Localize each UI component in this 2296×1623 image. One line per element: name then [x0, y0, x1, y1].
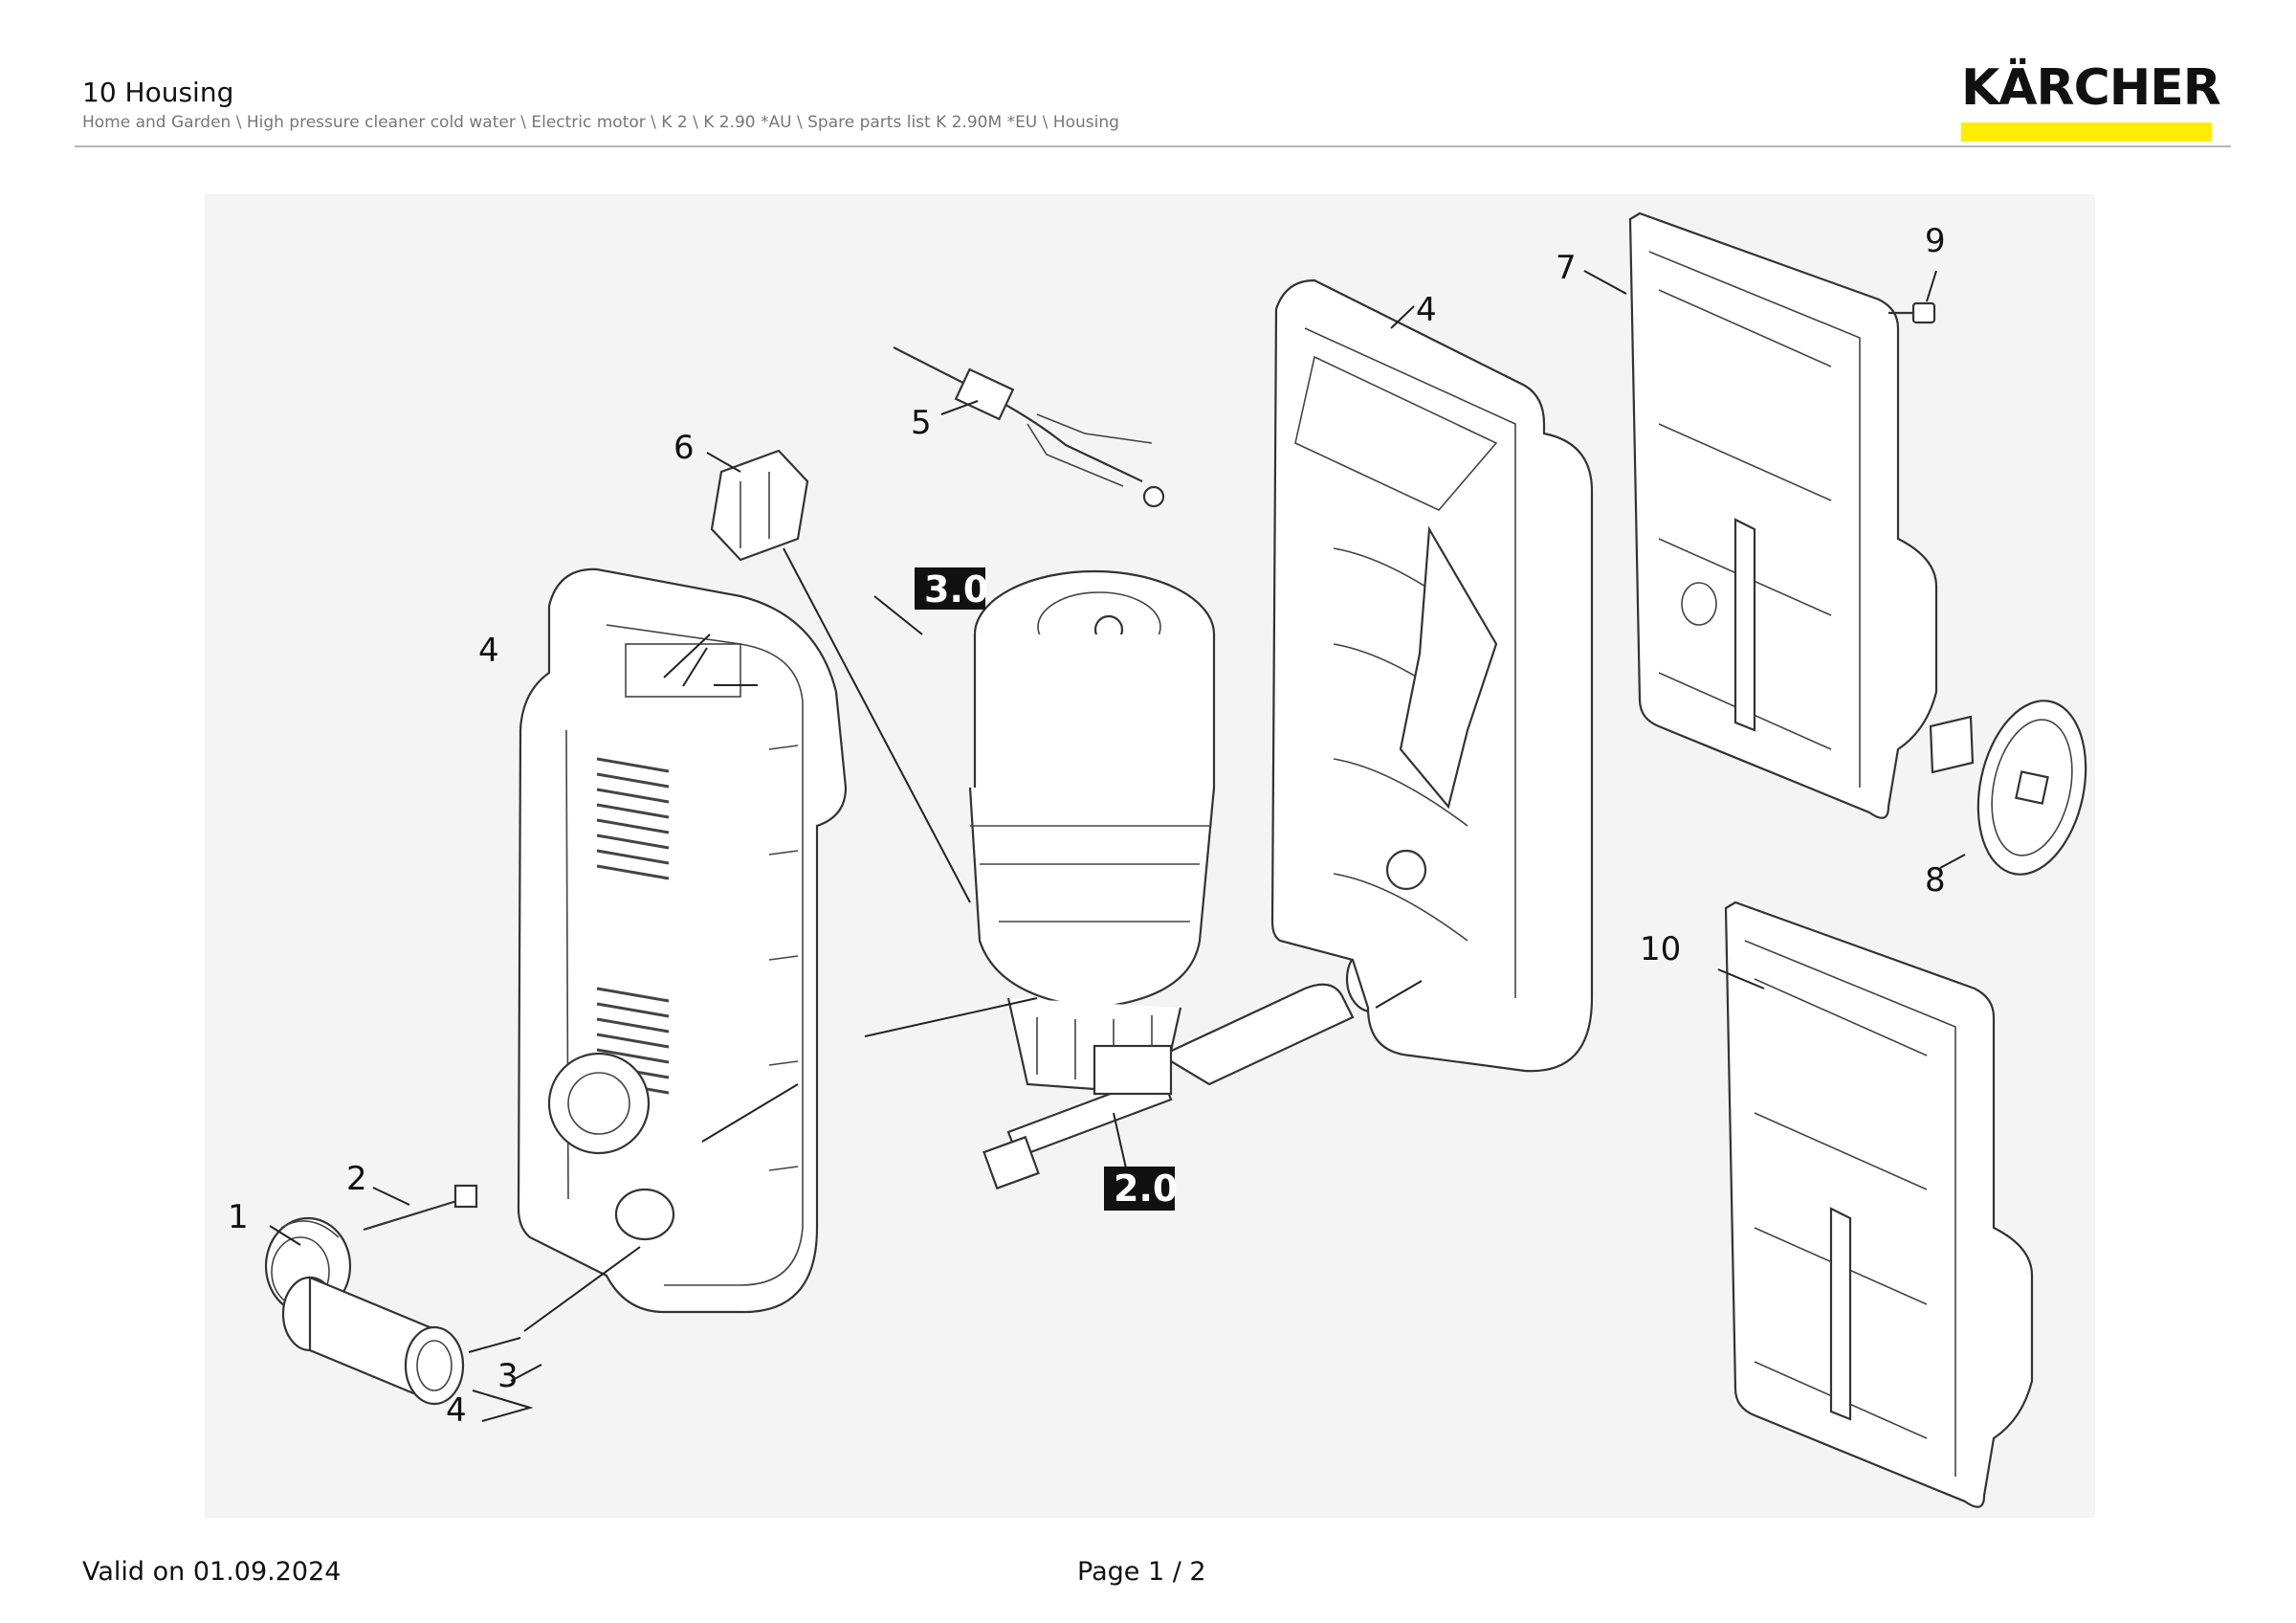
breadcrumb: Home and Garden \ High pressure cleaner …	[82, 113, 1119, 132]
callout-4-bottom: 4	[446, 1391, 467, 1430]
rear-housing	[1270, 278, 1594, 1073]
exploded-parts-diagram: 1 2 3 4 4 5 6 4 7 8 9 10 3.0 2.0	[205, 194, 2095, 1518]
part-10-back-panel	[1724, 900, 2034, 1508]
tag-3-0-label: 3.0	[924, 568, 988, 611]
motor-assembly	[968, 569, 1216, 1096]
part-9-screw	[1888, 301, 1936, 324]
header-divider	[75, 145, 2231, 147]
page-title: 10 Housing	[82, 77, 234, 108]
callout-labels: 1 2 3 4 4 5 6 4 7 8 9 10	[228, 222, 1946, 1430]
tag-2-0-label: 2.0	[1114, 1167, 1178, 1210]
brand-logo: KÄRCHER	[1961, 59, 2221, 142]
tag-2-0-box	[1104, 1167, 1175, 1211]
callout-3: 3	[497, 1357, 519, 1395]
assembly-tag-2-0: 2.0	[1104, 1167, 1178, 1211]
front-housing	[517, 567, 848, 1314]
part-5-cable	[893, 346, 1165, 508]
part-2-pin	[363, 1184, 478, 1232]
callout-5: 5	[911, 404, 932, 442]
callout-4-right: 4	[1416, 291, 1437, 329]
callout-6: 6	[673, 429, 695, 467]
valid-date: Valid on 01.09.2024	[82, 1557, 342, 1587]
callout-4-left: 4	[478, 632, 499, 670]
tag-3-0-box	[915, 567, 985, 610]
callout-8: 8	[1925, 861, 1946, 900]
part-7-back-panel	[1628, 211, 1938, 819]
callout-1: 1	[228, 1198, 249, 1236]
callout-7: 7	[1556, 249, 1577, 287]
leader-lines	[269, 270, 1966, 1422]
housing-vent-slots	[596, 757, 670, 1095]
brand-wordmark: KÄRCHER	[1961, 59, 2221, 117]
callout-10: 10	[1640, 930, 1681, 968]
callout-9: 9	[1925, 222, 1946, 260]
part-3-connector	[281, 1276, 465, 1406]
assembly-tag-3-0: 3.0	[915, 567, 988, 611]
diagram-canvas: 1 2 3 4 4 5 6 4 7 8 9 10 3.0 2.0	[228, 211, 2087, 1508]
part-8-wheel	[1929, 700, 2087, 876]
part-6-bracket	[710, 449, 809, 562]
brand-accent-bar	[1961, 122, 2212, 142]
page-number: Page 1 / 2	[1077, 1557, 1206, 1587]
callout-2: 2	[346, 1160, 367, 1198]
